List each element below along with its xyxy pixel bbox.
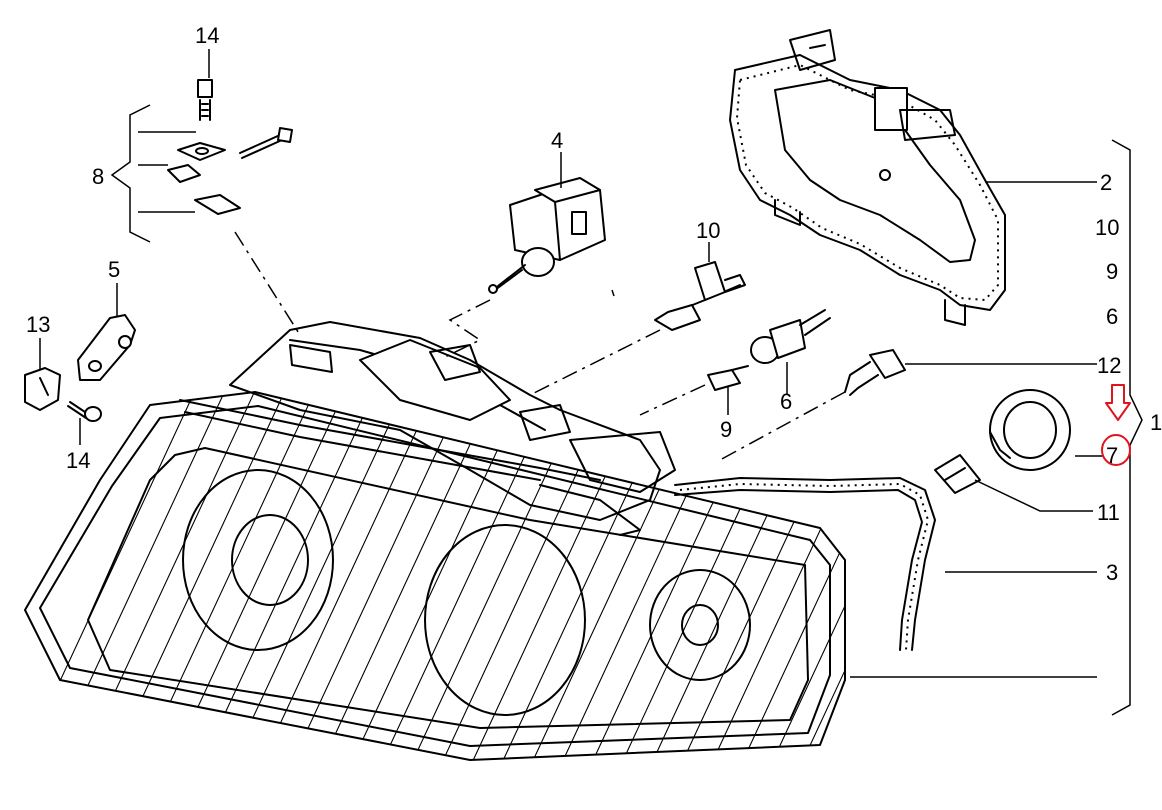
highlight-marker [1101, 384, 1131, 466]
bulb-h7-second [844, 349, 906, 396]
callout-6-lower: 6 [780, 389, 792, 414]
callout-11: 11 [1097, 500, 1120, 525]
callout-14-top: 14 [195, 23, 219, 48]
mounting-bracket [77, 314, 136, 381]
callout-12: 12 [1097, 353, 1121, 378]
down-arrow-icon [1105, 384, 1131, 421]
callout-5: 5 [108, 257, 120, 282]
screw-lower [67, 401, 102, 422]
rear-cover-frame [729, 29, 1006, 326]
assembly-line-12 [719, 391, 846, 461]
bulb-h7 [654, 261, 746, 331]
callout-13: 13 [26, 312, 50, 337]
highlight-circle [1101, 434, 1131, 466]
callout-2: 2 [1100, 170, 1112, 195]
callout-3: 3 [1106, 560, 1118, 585]
clip-nut [24, 367, 61, 411]
callout-6-right: 6 [1106, 304, 1118, 329]
bulb-w5w [707, 365, 749, 391]
callout-10-right: 10 [1095, 215, 1119, 240]
callout-14-bottom: 14 [66, 448, 90, 473]
callout-4: 4 [551, 128, 563, 153]
range-control-motor [488, 177, 606, 294]
bulb-socket-wiring [750, 309, 831, 364]
callout-1: 1 [1150, 410, 1162, 435]
leader-lines [39, 49, 1143, 716]
assembly-line-10-dot [611, 289, 615, 297]
assembly-line-8 [234, 231, 301, 336]
callout-8: 8 [92, 164, 104, 189]
assembly-line-10 [529, 329, 661, 396]
fixings-group [167, 79, 293, 215]
callout-9-right: 9 [1106, 259, 1118, 284]
assembly-line-9 [639, 384, 706, 416]
callout-10-upper: 10 [696, 218, 720, 243]
gasket-seal [674, 477, 936, 651]
callout-7: 7 [1106, 443, 1118, 468]
assembly-line-4 [444, 299, 491, 358]
headlight-housing [24, 321, 846, 761]
callout-9-lower: 9 [720, 417, 732, 442]
bulb-holder-h1 [934, 389, 1071, 494]
